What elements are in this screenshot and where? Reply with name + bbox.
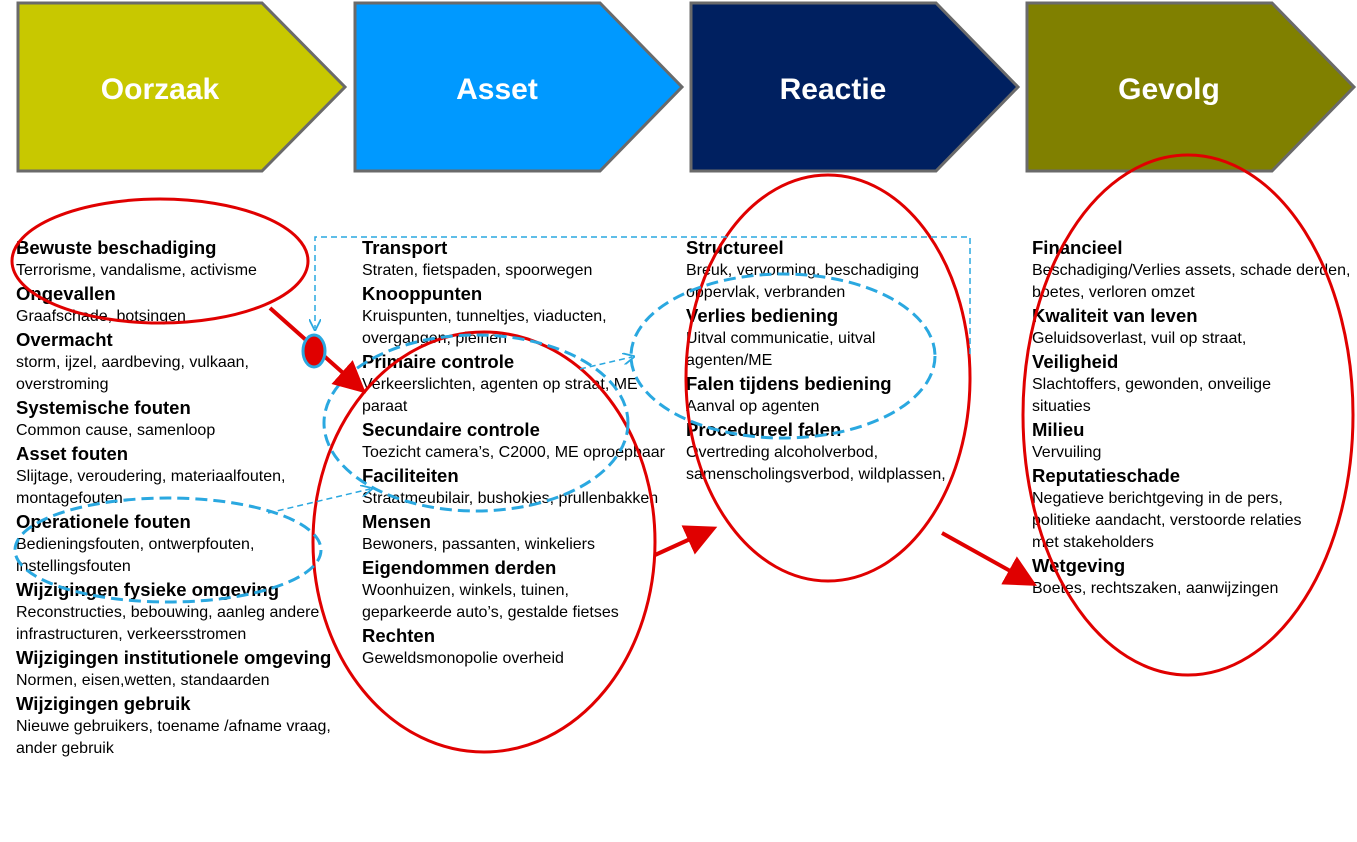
cause-text: Bedieningsfouten, ontwerpfouten, instell… <box>16 536 255 575</box>
effect-text: Slachtoffers, gewonden, onveilige situat… <box>1032 376 1271 415</box>
chevron-oorzaak: Oorzaak <box>16 1 348 173</box>
effect-heading: Veiligheid <box>1032 351 1119 372</box>
effect-text: Boetes, rechtszaken, aanwijzingen <box>1032 580 1279 597</box>
column-reactie: Structureel Breuk, vervorming, beschadig… <box>686 236 1004 486</box>
asset-text: Verkeerslichten, agenten op straat, ME p… <box>362 376 638 415</box>
cause-text: Normen, eisen,wetten, standaarden <box>16 672 270 689</box>
asset-heading: Faciliteiten <box>362 465 459 486</box>
cause-text: storm, ijzel, aardbeving, vulkaan, overs… <box>16 354 249 393</box>
cause-heading: Overmacht <box>16 329 113 350</box>
chevron-gevolg: Gevolg <box>1025 1 1357 173</box>
cause-heading: Operationele fouten <box>16 511 191 532</box>
effect-heading: Kwaliteit van leven <box>1032 305 1198 326</box>
asset-text: Straten, fietspaden, spoorwegen <box>362 262 593 279</box>
asset-text: Bewoners, passanten, winkeliers <box>362 536 596 553</box>
reaction-text: Aanval op agenten <box>686 398 820 415</box>
cause-heading: Wijzigingen fysieke omgeving <box>16 579 279 600</box>
effect-text: Beschadiging/Verlies assets, schade derd… <box>1032 262 1351 301</box>
asset-heading: Rechten <box>362 625 435 646</box>
asset-heading: Secundaire controle <box>362 419 540 440</box>
cause-heading: Systemische fouten <box>16 397 191 418</box>
reaction-text: Uitval communicatie, uitval agenten/ME <box>686 330 876 369</box>
reaction-text: Breuk, vervorming, beschadiging oppervla… <box>686 262 920 301</box>
column-asset: Transport Straten, fietspaden, spoorwege… <box>362 236 667 670</box>
effect-text: Negatieve berichtgeving in de pers, poli… <box>1032 490 1302 551</box>
cause-heading: Asset fouten <box>16 443 129 464</box>
effect-text: Geluidsoverlast, vuil op straat, <box>1032 330 1247 347</box>
asset-text: Woonhuizen, winkels, tuinen, geparkeerde… <box>362 582 619 621</box>
cause-text: Reconstructies, bebouwing, aanleg andere… <box>16 604 320 643</box>
effect-heading: Financieel <box>1032 237 1123 258</box>
cause-text: Nieuwe gebruikers, toename /afname vraag… <box>16 718 331 757</box>
reaction-heading: Structureel <box>686 237 784 258</box>
asset-heading: Mensen <box>362 511 431 532</box>
chevron-reactie-label: Reactie <box>780 73 887 106</box>
effect-heading: Wetgeving <box>1032 555 1126 576</box>
chevron-reactie-shape <box>689 1 1021 173</box>
chevron-gevolg-shape <box>1025 1 1357 173</box>
cause-text: Terrorisme, vandalisme, activisme <box>16 262 257 279</box>
asset-heading: Primaire controle <box>362 351 515 372</box>
chevron-oorzaak-label: Oorzaak <box>101 73 220 106</box>
chevron-asset: Asset <box>353 1 685 173</box>
cause-heading: Ongevallen <box>16 283 116 304</box>
cause-heading: Bewuste beschadiging <box>16 237 217 258</box>
chevron-asset-shape <box>353 1 685 173</box>
chevron-reactie: Reactie <box>689 1 1021 173</box>
asset-heading: Transport <box>362 237 448 258</box>
chevron-gevolg-label: Gevolg <box>1118 73 1220 106</box>
reaction-text: Overtreding alcoholverbod, samenscholing… <box>686 444 946 483</box>
reaction-heading: Procedureel falen <box>686 419 842 440</box>
cause-text: Common cause, samenloop <box>16 422 216 439</box>
column-gevolg: Financieel Beschadiging/Verlies assets, … <box>1032 236 1352 600</box>
chevron-asset-label: Asset <box>456 73 538 106</box>
column-oorzaak: Bewuste beschadiging Terrorisme, vandali… <box>16 236 341 760</box>
asset-text: Kruispunten, tunneltjes, viaducten, over… <box>362 308 607 347</box>
asset-heading: Eigendommen derden <box>362 557 557 578</box>
cause-heading: Wijzigingen institutionele omgeving <box>16 647 332 668</box>
cause-heading: Wijzigingen gebruik <box>16 693 191 714</box>
asset-heading: Knooppunten <box>362 283 483 304</box>
reaction-heading: Verlies bediening <box>686 305 839 326</box>
asset-text: Straatmeubilair, bushokjes, prullenbakke… <box>362 490 659 507</box>
effect-heading: Milieu <box>1032 419 1085 440</box>
asset-text: Geweldsmonopolie overheid <box>362 650 564 667</box>
cause-text: Slijtage, veroudering, materiaalfouten, … <box>16 468 286 507</box>
effect-text: Vervuiling <box>1032 444 1102 461</box>
asset-text: Toezicht camera’s, C2000, ME oproepbaar <box>362 444 665 461</box>
reaction-heading: Falen tijdens bediening <box>686 373 892 394</box>
chevron-oorzaak-shape <box>16 1 348 173</box>
effect-heading: Reputatieschade <box>1032 465 1181 486</box>
cause-text: Graafschade, botsingen <box>16 308 186 325</box>
